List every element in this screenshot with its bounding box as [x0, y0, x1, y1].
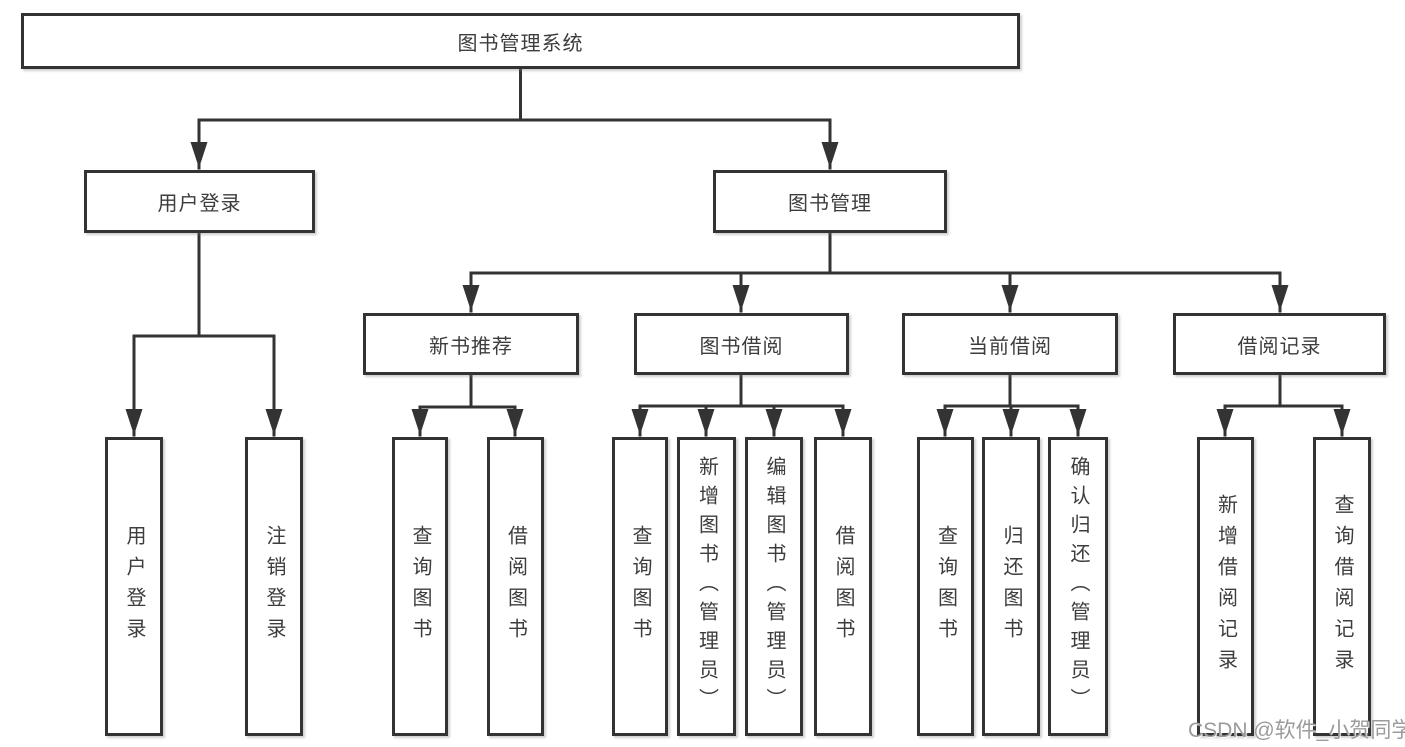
leaf-cb-return-book-label: 归还图书 [1000, 524, 1022, 649]
node-book-management: 图书管理 [713, 170, 947, 233]
leaf-logout: 注销登录 [245, 437, 303, 736]
node-book-borrow: 图书借阅 [634, 313, 849, 375]
leaf-bb-add-book-admin-label: 新增图书（管理员） [695, 456, 718, 717]
leaf-br-add-record: 新增借阅记录 [1197, 437, 1254, 736]
leaf-br-query-record-label: 查询借阅记录 [1331, 493, 1353, 680]
leaf-cb-query-book-label: 查询图书 [934, 524, 957, 649]
node-current-borrow: 当前借阅 [902, 313, 1118, 375]
node-user-login: 用户登录 [84, 170, 315, 233]
leaf-br-query-record: 查询借阅记录 [1313, 437, 1371, 736]
leaf-bb-borrow-book: 借阅图书 [814, 437, 872, 736]
node-new-book-recommend: 新书推荐 [363, 313, 579, 375]
leaf-cb-return-book: 归还图书 [982, 437, 1040, 736]
connector-root-to-level2 [190, 66, 839, 170]
leaf-bb-borrow-book-label: 借阅图书 [832, 524, 854, 649]
csdn-watermark: CSDN @软件_小贺同学 [1188, 719, 1405, 742]
connector-current-borrow-children [936, 373, 1087, 437]
leaf-br-add-record-label: 新增借阅记录 [1214, 493, 1237, 680]
connector-user-login-children [125, 231, 283, 437]
leaf-nbr-query-book-label: 查询图书 [409, 524, 431, 649]
connector-book-borrow-children [631, 373, 852, 437]
connector-book-management-children [462, 231, 1289, 313]
leaf-bb-edit-book-admin-label: 编辑图书（管理员） [763, 456, 785, 717]
leaf-cb-confirm-return-admin-label: 确认归还（管理员） [1067, 456, 1089, 717]
node-root: 图书管理系统 [21, 13, 1020, 69]
leaf-bb-edit-book-admin: 编辑图书（管理员） [745, 437, 803, 736]
connector-new-book-recommend-children [411, 373, 524, 437]
leaf-logout-label: 注销登录 [263, 524, 285, 649]
leaf-cb-query-book: 查询图书 [917, 437, 974, 736]
leaf-nbr-query-book: 查询图书 [392, 437, 448, 736]
leaf-nbr-borrow-book-label: 借阅图书 [504, 524, 527, 649]
leaf-cb-confirm-return-admin: 确认归还（管理员） [1048, 437, 1108, 736]
leaf-bb-query-book-label: 查询图书 [629, 524, 651, 649]
connector-borrow-record-children [1216, 373, 1351, 437]
node-borrow-record: 借阅记录 [1173, 313, 1386, 375]
leaf-user-login: 用户登录 [105, 437, 163, 736]
leaf-nbr-borrow-book: 借阅图书 [487, 437, 544, 736]
leaf-bb-add-book-admin: 新增图书（管理员） [677, 437, 736, 736]
leaf-user-login-label: 用户登录 [123, 524, 145, 649]
leaf-bb-query-book: 查询图书 [612, 437, 668, 736]
